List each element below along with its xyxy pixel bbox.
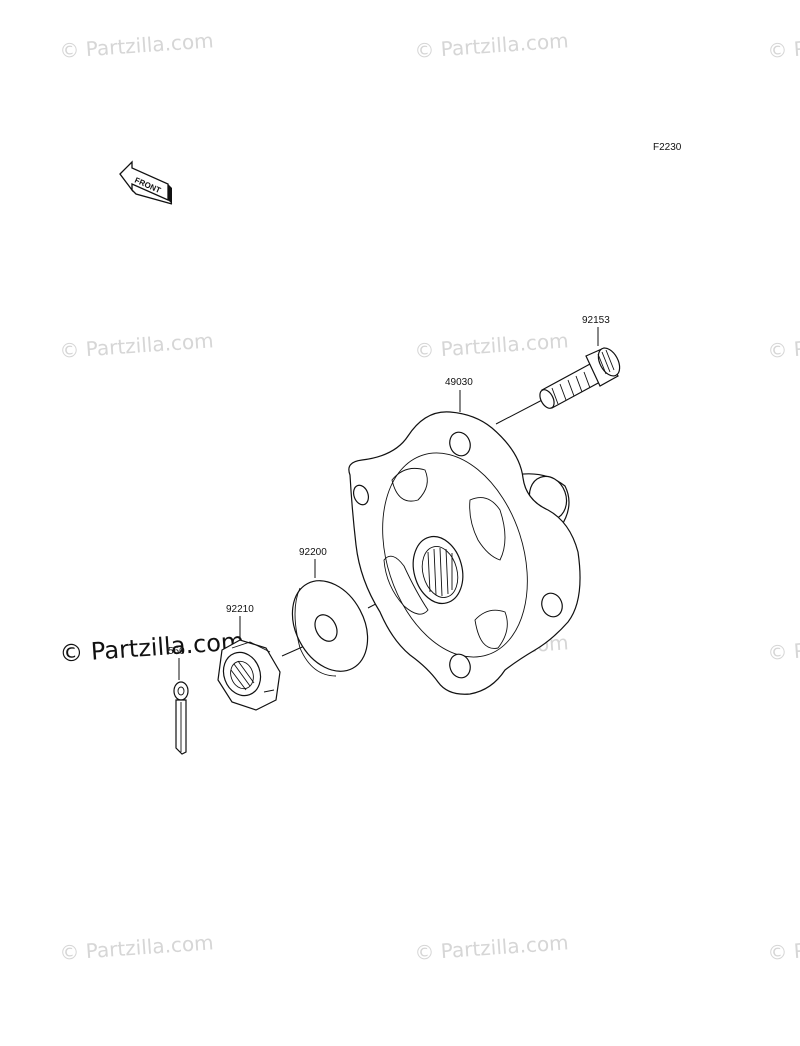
watermark: © Partzilla.com	[414, 28, 570, 63]
washer-92200[interactable]	[277, 568, 382, 685]
watermark: © Partzilla.com	[59, 328, 215, 363]
front-arrow-icon: FRONT	[119, 160, 173, 205]
part-label-92210[interactable]: 92210	[226, 604, 254, 615]
part-label-92200[interactable]: 92200	[299, 547, 327, 558]
diagram-code: F2230	[653, 142, 682, 153]
watermark-layer: © Partzilla.com © Partzilla.com © Partzi…	[58, 28, 800, 965]
watermark: © Partzilla.com	[767, 28, 800, 63]
watermark: © Partzilla.com	[414, 930, 570, 965]
nut-92210[interactable]	[217, 639, 281, 711]
watermark: © Partzilla.com	[767, 328, 800, 363]
hub-49030[interactable]	[348, 411, 581, 695]
cotter-pin-550[interactable]	[173, 681, 189, 755]
watermark-strong: © Partzilla.com	[58, 627, 245, 668]
watermark: © Partzilla.com	[414, 328, 570, 363]
watermark: © Partzilla.com	[59, 28, 215, 63]
watermark: © Partzilla.com	[59, 930, 215, 965]
watermark: © Partzilla.com	[767, 930, 800, 965]
part-label-92153[interactable]: 92153	[582, 315, 610, 326]
part-label-49030[interactable]: 49030	[445, 377, 473, 388]
part-label-550[interactable]: 550	[168, 646, 185, 657]
watermark: © Partzilla.com	[767, 630, 800, 665]
wheel-stud-92153[interactable]	[537, 345, 624, 411]
